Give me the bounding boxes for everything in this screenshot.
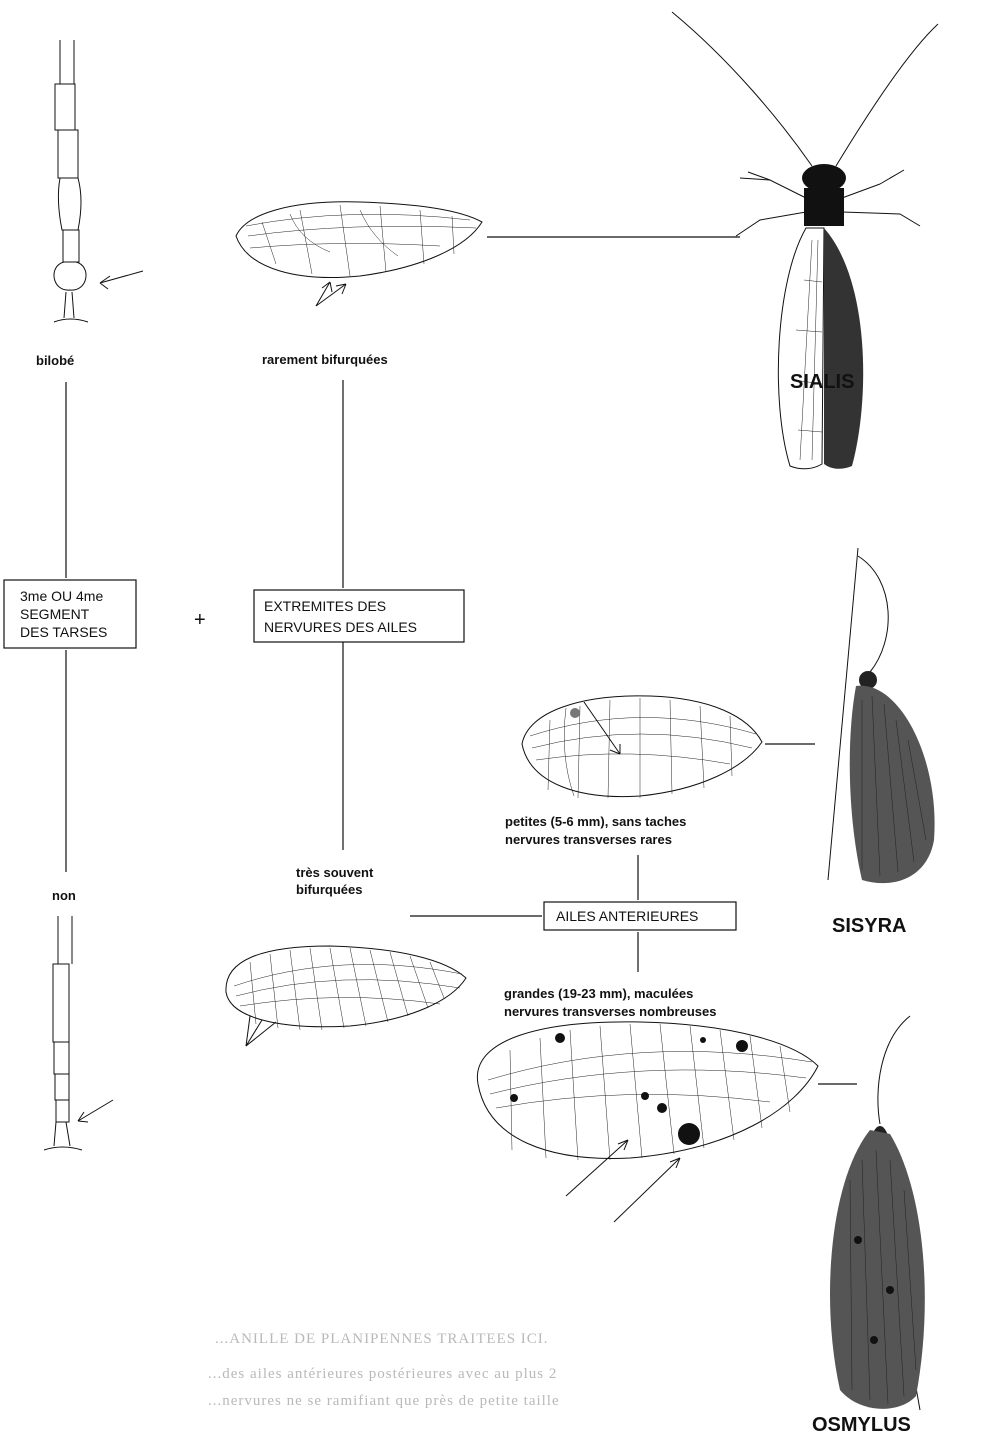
osmylus-wing-icon [477,1022,818,1222]
genus-sisyra: SISYRA [832,915,906,937]
wing-vein-box: EXTREMITES DES NERVURES DES AILES [254,590,464,642]
bleed-through-line3: ...nervures ne se ramifiant que près de … [208,1393,560,1409]
bleed-through-line1: ...ANILLE DE PLANIPENNES TRAITEES ICI. [215,1331,549,1347]
connector-lines [66,237,857,1084]
forewing-box-label: AILES ANTERIEURES [556,908,698,924]
tarsus-simple-icon [44,916,113,1150]
osmylus-wing-icon [226,946,466,1046]
forewing-box: AILES ANTERIEURES [544,902,736,930]
vein-box-line1: EXTREMITES DES [264,598,386,614]
bleed-through-line2: ...des ailes antérieures postérieures av… [208,1366,557,1382]
sialis-wing-icon [236,202,482,306]
label-grandes-1: grandes (19-23 mm), maculées [504,986,693,1001]
tarsus-box-line2: SEGMENT [20,606,90,622]
tarsus-bilobed-icon [54,40,143,322]
sialis-insect-icon [672,12,938,469]
vein-box-line2: NERVURES DES AILES [264,619,417,635]
label-tres-souvent-1: très souvent [296,865,374,880]
plus-sign: + [194,609,206,631]
tarsus-box-line1: 3me OU 4me [20,588,103,604]
genus-sialis: SIALIS [790,371,854,393]
sisyra-insect-icon [828,548,935,883]
label-petites-2: nervures transverses rares [505,832,672,847]
label-rarement-bifurquees: rarement bifurquées [262,352,388,367]
tarsus-segment-box: 3me OU 4me SEGMENT DES TARSES [4,580,136,648]
label-non: non [52,888,76,903]
sisyra-wing-icon [522,696,762,798]
tarsus-box-line3: DES TARSES [20,624,107,640]
label-bilobe: bilobé [36,353,74,368]
label-grandes-2: nervures transverses nombreuses [504,1004,716,1019]
label-petites-1: petites (5-6 mm), sans taches [505,814,686,829]
genus-osmylus: OSMYLUS [812,1414,911,1436]
label-tres-souvent-2: bifurquées [296,882,362,897]
osmylus-insect-icon [830,1016,925,1410]
